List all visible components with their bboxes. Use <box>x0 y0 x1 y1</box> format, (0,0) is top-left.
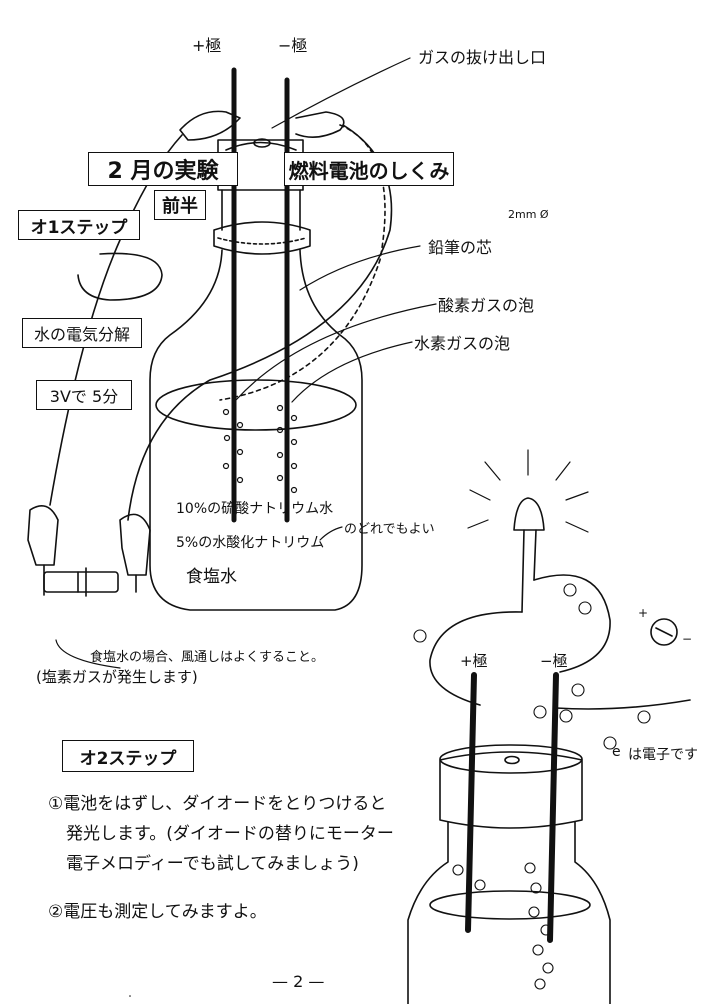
label-arrows <box>55 57 437 669</box>
pencil-lead-label: 鉛筆の芯 <box>428 238 493 257</box>
step2-item1-line1: ①電池をはずし、ダイオードをとりつけると <box>48 794 387 814</box>
step1-title: オ1ステップ <box>18 210 140 240</box>
subtitle-box: 前半 <box>154 190 206 220</box>
solution-choice-label: のどれでもよい <box>344 522 435 537</box>
oxygen-bubbles-label: 酸素ガスの泡 <box>438 296 535 315</box>
right-cell <box>407 449 691 1004</box>
right-minus-pole: −極 <box>540 652 568 670</box>
bubbles-left <box>222 404 298 494</box>
electron-note: は電子です <box>628 747 698 763</box>
minus-pole-label: −極 <box>278 36 308 55</box>
meter-minus: − <box>682 632 693 646</box>
solution-1-label: 10%の硫酸ナトリウム水 <box>176 501 334 517</box>
step2-title: オ2ステップ <box>62 740 194 772</box>
plus-pole-label: +極 <box>192 36 222 55</box>
electrons-right <box>413 583 651 990</box>
step1-electrolysis-tag: 水の電気分解 <box>22 318 142 348</box>
salt-water-label: 食塩水 <box>186 567 237 587</box>
meter-plus: + <box>638 606 649 620</box>
step1-time-tag: 3Vで 5分 <box>36 380 132 410</box>
step2-item1-line2: 発光します。(ダイオードの替りにモーター <box>66 824 394 844</box>
right-plus-pole: +極 <box>460 652 488 670</box>
chlorine-note: (塩素ガスが発生します) <box>36 668 198 686</box>
gas-outlet-label: ガスの抜け出し口 <box>418 48 547 67</box>
left-bottle <box>149 67 363 611</box>
step2-item2: ②電圧も測定してみますよ。 <box>48 902 267 922</box>
hydrogen-bubbles-label: 水素ガスの泡 <box>414 334 511 353</box>
salt-note: 食塩水の場合、風通しはよくすること。 <box>90 650 325 665</box>
electron-symbol: e <box>612 744 621 760</box>
page-number: — 2 — <box>272 972 325 991</box>
step2-item1-line3: 電子メロディーでも試してみましょう) <box>66 854 359 874</box>
title-banner-right: 燃料電池のしくみ <box>284 152 454 186</box>
title-banner-left: 2 月の実験 <box>88 152 238 186</box>
solution-2-label: 5%の水酸化ナトリウム <box>176 535 325 551</box>
lead-size-label: 2mm Ø <box>508 208 549 221</box>
